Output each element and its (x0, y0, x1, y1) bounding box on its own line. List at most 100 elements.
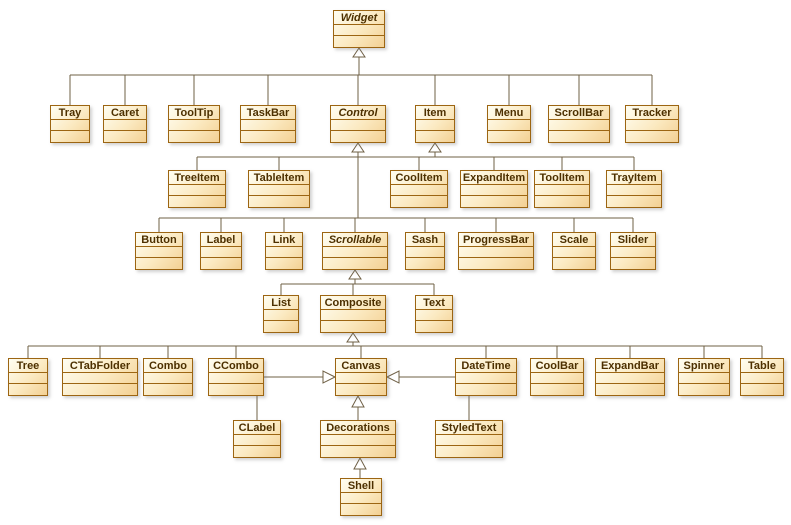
generalization-arrow-canvas-right (385, 370, 400, 384)
attributes-compartment (416, 120, 454, 130)
class-tooltip[interactable]: ToolTip (168, 105, 220, 143)
operations-compartment (436, 445, 502, 455)
class-scrollbar[interactable]: ScrollBar (548, 105, 610, 143)
class-combo[interactable]: Combo (143, 358, 193, 396)
class-ctabfolder[interactable]: CTabFolder (62, 358, 138, 396)
operations-compartment (136, 257, 182, 267)
operations-compartment (323, 257, 387, 267)
class-name: TaskBar (241, 106, 295, 120)
class-name: Item (416, 106, 454, 120)
operations-compartment (607, 195, 661, 205)
class-name: ScrollBar (549, 106, 609, 120)
class-name: CLabel (234, 421, 280, 435)
generalization-arrow-widget (352, 47, 366, 58)
class-tableitem[interactable]: TableItem (248, 170, 310, 208)
class-control[interactable]: Control (330, 105, 386, 143)
operations-compartment (169, 195, 225, 205)
class-link[interactable]: Link (265, 232, 303, 270)
attributes-compartment (51, 120, 89, 130)
attributes-compartment (459, 247, 533, 257)
class-expanditem[interactable]: ExpandItem (460, 170, 528, 208)
attributes-compartment (136, 247, 182, 257)
class-name: Tray (51, 106, 89, 120)
operations-compartment (531, 383, 583, 393)
class-tracker[interactable]: Tracker (625, 105, 679, 143)
class-taskbar[interactable]: TaskBar (240, 105, 296, 143)
class-widget[interactable]: Widget (333, 10, 385, 48)
edge-composite-children (27, 332, 763, 358)
class-name: ProgressBar (459, 233, 533, 247)
attributes-compartment (144, 373, 192, 383)
operations-compartment (596, 383, 664, 393)
operations-compartment (461, 195, 527, 205)
attributes-compartment (266, 247, 302, 257)
class-toolitem[interactable]: ToolItem (534, 170, 590, 208)
operations-compartment (611, 257, 655, 267)
operations-compartment (104, 130, 146, 140)
attributes-compartment (209, 373, 263, 383)
attributes-compartment (169, 120, 219, 130)
class-tree[interactable]: Tree (8, 358, 48, 396)
class-text[interactable]: Text (415, 295, 453, 333)
operations-compartment (334, 35, 384, 45)
class-table[interactable]: Table (740, 358, 784, 396)
class-spinner[interactable]: Spinner (678, 358, 730, 396)
class-list[interactable]: List (263, 295, 299, 333)
operations-compartment (144, 383, 192, 393)
attributes-compartment (336, 373, 386, 383)
class-name: Label (201, 233, 241, 247)
class-caret[interactable]: Caret (103, 105, 147, 143)
class-coolbar[interactable]: CoolBar (530, 358, 584, 396)
class-name: Canvas (336, 359, 386, 373)
class-shell[interactable]: Shell (340, 478, 382, 516)
class-name: DateTime (456, 359, 516, 373)
class-name: Text (416, 296, 452, 310)
attributes-compartment (63, 373, 137, 383)
class-name: TreeItem (169, 171, 225, 185)
attributes-compartment (249, 185, 309, 195)
class-name: Link (266, 233, 302, 247)
operations-compartment (406, 257, 444, 267)
attributes-compartment (201, 247, 241, 257)
class-menu[interactable]: Menu (487, 105, 531, 143)
attributes-compartment (461, 185, 527, 195)
attributes-compartment (241, 120, 295, 130)
class-name: Table (741, 359, 783, 373)
attributes-compartment (741, 373, 783, 383)
class-button[interactable]: Button (135, 232, 183, 270)
class-coolitem[interactable]: CoolItem (390, 170, 448, 208)
class-tray[interactable]: Tray (50, 105, 90, 143)
edge-decorations-shell (353, 456, 367, 478)
attributes-compartment (323, 247, 387, 257)
class-name: Spinner (679, 359, 729, 373)
class-item[interactable]: Item (415, 105, 455, 143)
class-styledtext[interactable]: StyledText (435, 420, 503, 458)
class-trayitem[interactable]: TrayItem (606, 170, 662, 208)
class-name: Control (331, 106, 385, 120)
operations-compartment (679, 383, 729, 393)
attributes-compartment (169, 185, 225, 195)
class-sash[interactable]: Sash (405, 232, 445, 270)
attributes-compartment (321, 435, 395, 445)
class-ccombo[interactable]: CCombo (208, 358, 264, 396)
class-canvas[interactable]: Canvas (335, 358, 387, 396)
class-progressbar[interactable]: ProgressBar (458, 232, 534, 270)
class-name: Tree (9, 359, 47, 373)
class-scrollable[interactable]: Scrollable (322, 232, 388, 270)
class-datetime[interactable]: DateTime (455, 358, 517, 396)
class-expandbar[interactable]: ExpandBar (595, 358, 665, 396)
class-composite[interactable]: Composite (320, 295, 386, 333)
operations-compartment (416, 320, 452, 330)
operations-compartment (488, 130, 530, 140)
operations-compartment (336, 383, 386, 393)
class-treeitem[interactable]: TreeItem (168, 170, 226, 208)
class-slider[interactable]: Slider (610, 232, 656, 270)
class-name: Slider (611, 233, 655, 247)
class-scale[interactable]: Scale (552, 232, 596, 270)
class-clabel[interactable]: CLabel (233, 420, 281, 458)
class-label[interactable]: Label (200, 232, 242, 270)
edge-scrollable-children (280, 269, 435, 295)
class-decorations[interactable]: Decorations (320, 420, 396, 458)
attributes-compartment (104, 120, 146, 130)
